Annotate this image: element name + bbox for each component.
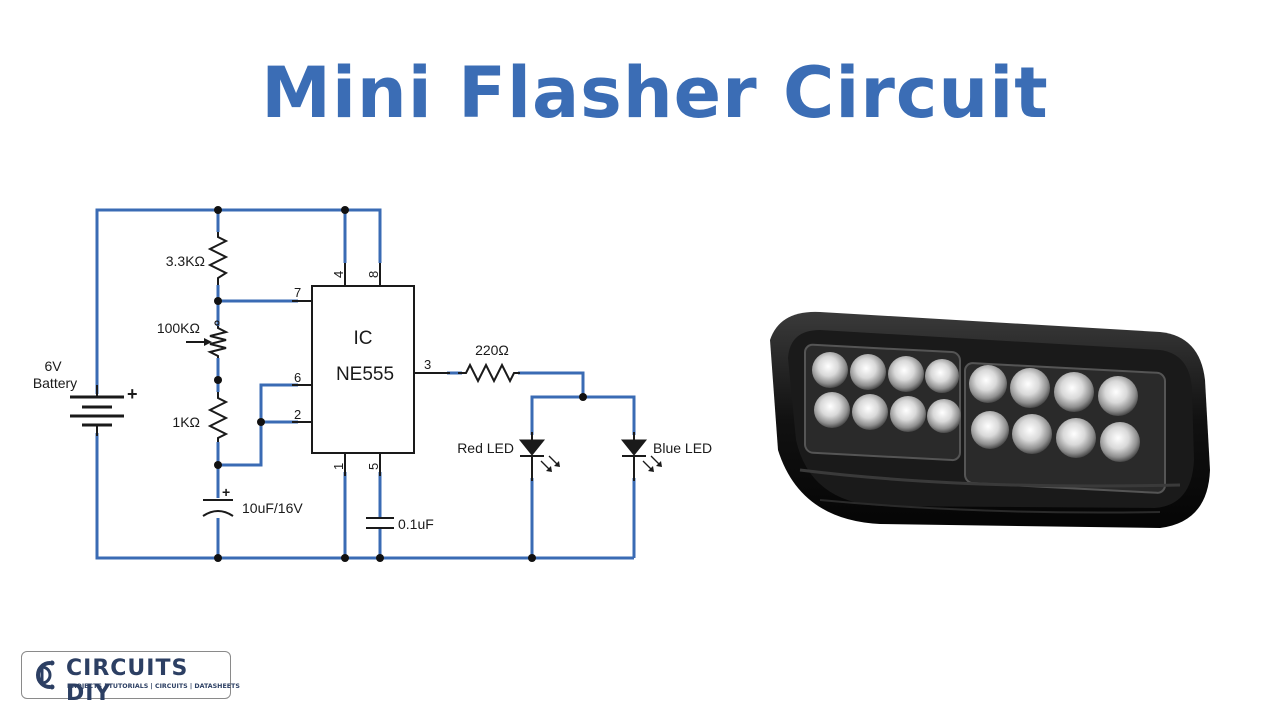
red-led-symbol bbox=[518, 432, 560, 481]
r3-label: 220Ω bbox=[475, 342, 509, 358]
pin-7: 7 bbox=[294, 285, 301, 300]
r2-label: 1KΩ bbox=[172, 414, 200, 430]
circuits-diy-logo-icon bbox=[36, 660, 55, 690]
resistor-r1 bbox=[207, 232, 229, 285]
pin-5: 5 bbox=[366, 463, 381, 470]
resistor-r3 bbox=[458, 362, 520, 384]
pin-6: 6 bbox=[294, 370, 301, 385]
logo-tagline: PROJECTS | TUTORIALS | CIRCUITS | DATASH… bbox=[67, 683, 240, 690]
ic-leads bbox=[292, 263, 450, 476]
blue-led-label: Blue LED bbox=[653, 440, 712, 456]
c2-label: 0.1uF bbox=[398, 516, 434, 532]
battery-label: Battery bbox=[33, 375, 77, 391]
capacitor-c1 bbox=[202, 499, 234, 517]
logo-name: CIRCUITS DIY bbox=[66, 656, 189, 706]
battery-voltage: 6V bbox=[44, 358, 62, 374]
pin-2: 2 bbox=[294, 407, 301, 422]
ic-label: IC bbox=[354, 328, 373, 349]
page-title: Mini Flasher Circuit bbox=[261, 52, 1049, 134]
led-flashlight-photo bbox=[770, 311, 1210, 528]
ic-part: NE555 bbox=[336, 364, 394, 385]
resistor-r2 bbox=[207, 392, 229, 442]
blue-led-symbol bbox=[620, 432, 662, 481]
battery-plus: + bbox=[127, 384, 138, 404]
c1-label: 10uF/16V bbox=[242, 500, 303, 516]
flasher-schematic: IC NE555 4 8 7 6 2 3 1 5 6V Battery + 3.… bbox=[33, 206, 712, 562]
pin-8: 8 bbox=[366, 271, 381, 278]
red-led-label: Red LED bbox=[457, 440, 514, 456]
pin-4: 4 bbox=[331, 271, 346, 278]
potentiometer bbox=[207, 326, 229, 358]
c1-plus: + bbox=[222, 484, 230, 500]
capacitor-c2 bbox=[366, 517, 394, 529]
pot-label: 100KΩ bbox=[157, 320, 200, 336]
battery-symbol bbox=[70, 385, 124, 436]
ne555-ic bbox=[311, 285, 415, 454]
pin-3: 3 bbox=[424, 357, 431, 372]
circuits-diy-logo: CIRCUITS DIY PROJECTS | TUTORIALS | CIRC… bbox=[21, 651, 240, 706]
pin-1: 1 bbox=[331, 463, 346, 470]
r1-label: 3.3KΩ bbox=[166, 253, 205, 269]
junction-dots bbox=[214, 206, 587, 562]
